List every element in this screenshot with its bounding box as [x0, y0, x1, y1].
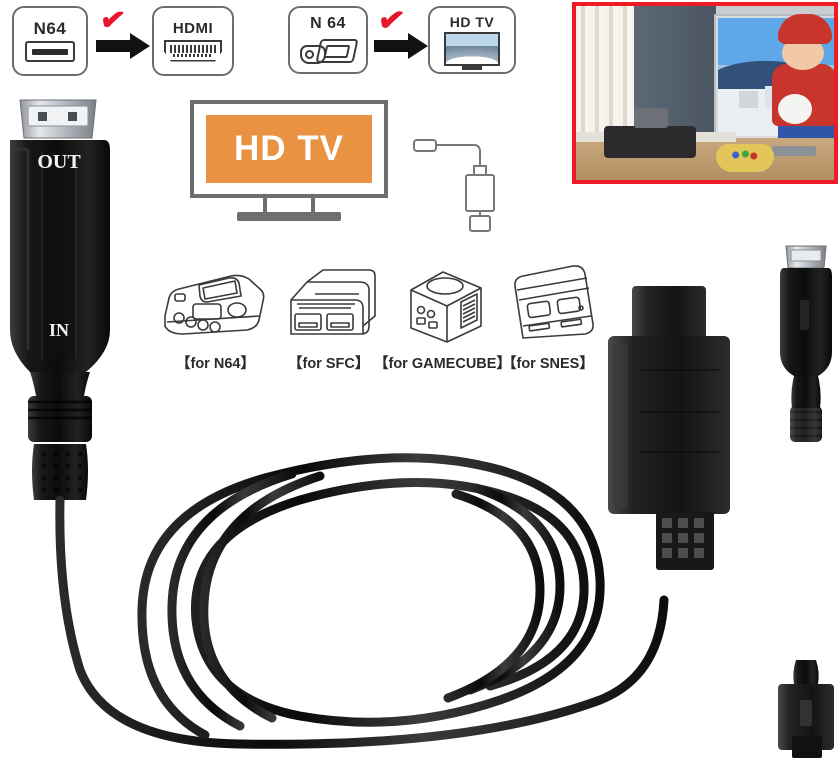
badge-source-n64-console: N 64 — [288, 6, 368, 74]
arrow-right-head-1 — [130, 33, 150, 59]
sfc-console-outline-icon — [290, 269, 376, 335]
badge-source-n64-port: N64 — [12, 6, 88, 76]
n64-console-outline-icon — [164, 274, 265, 335]
photo-n64-controller — [716, 144, 774, 172]
check-mark-icon-2: ✔ — [375, 0, 408, 40]
hdtv-screen: HD TV — [206, 115, 372, 183]
hdtv-neck — [263, 198, 315, 214]
arrow-right-head-2 — [408, 33, 428, 59]
n64-console-controller-icon — [300, 35, 359, 65]
snes-console-outline-icon — [514, 265, 594, 339]
compatible-consoles-row — [155, 258, 605, 376]
arrow-right-icon-1 — [96, 40, 132, 52]
check-mark-icon-1: ✔ — [97, 2, 128, 39]
hdtv-illustration: HD TV — [190, 100, 388, 225]
hdmi-port-icon — [164, 39, 222, 62]
hdmi-plug — [780, 245, 832, 442]
adapter-out-label: OUT — [37, 151, 81, 173]
hdmi-adapter-head: OUT IN — [10, 99, 110, 372]
photo-game-block-1 — [739, 91, 759, 108]
left-strain-relief — [28, 372, 92, 500]
console-label-sfc: 【for SFC】 — [288, 356, 370, 372]
badge-label-hdtv: HD TV — [449, 13, 495, 30]
coiled-cable — [55, 453, 669, 749]
hdtv-foot — [237, 212, 341, 221]
adapter-in-label: IN — [49, 320, 69, 340]
console-label-gamecube: 【for GAMECUBE】 — [374, 356, 511, 372]
right-cable-end-connector — [778, 660, 834, 758]
hdtv-bezel: HD TV — [190, 100, 388, 198]
gamecube-console-outline-icon — [410, 271, 482, 343]
photo-tv-stand — [772, 146, 816, 156]
cable-adapter-line-art — [413, 139, 495, 232]
hdtv-screen-text: HD TV — [234, 129, 344, 168]
console-label-n64: 【for N64】 — [176, 356, 255, 372]
arrow-right-icon-2 — [374, 40, 410, 52]
product-photo-inset — [572, 2, 838, 184]
n64-multi-out-connector — [608, 286, 730, 570]
hdtv-screen-icon — [444, 31, 500, 66]
console-label-snes: 【for SNES】 — [502, 356, 594, 372]
badge-label-hdmi: HDMI — [172, 19, 214, 37]
badge-label-n64: N64 — [33, 19, 67, 38]
badge-target-hdmi-port: HDMI — [152, 6, 234, 76]
badge-label-n64-console: N 64 — [310, 14, 346, 32]
badge-target-hdtv: HD TV — [428, 6, 516, 74]
photo-n64-console — [604, 108, 696, 158]
n64-av-port-icon — [25, 41, 75, 62]
